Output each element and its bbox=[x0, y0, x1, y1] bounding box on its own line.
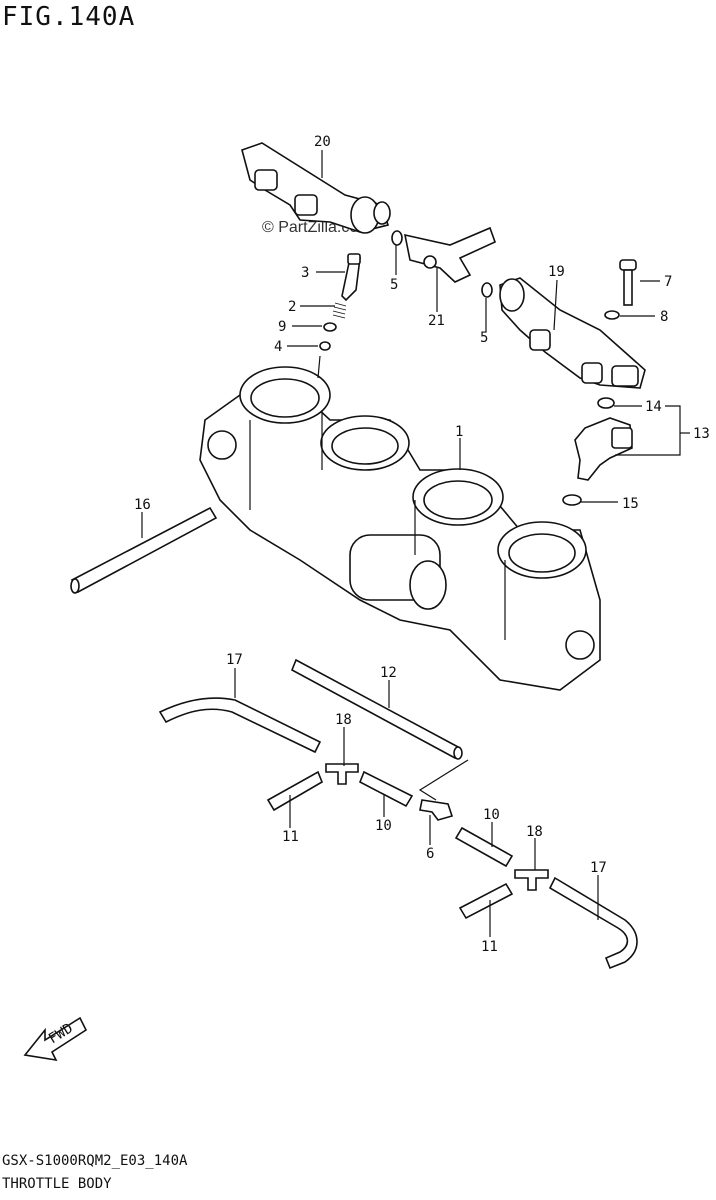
callout-9: 9 bbox=[278, 319, 286, 335]
hose-11-left[interactable] bbox=[266, 770, 323, 812]
callout-20: 20 bbox=[314, 134, 331, 150]
callout-14: 14 bbox=[645, 399, 662, 415]
callout-7: 7 bbox=[664, 274, 672, 290]
hose-10-left[interactable] bbox=[358, 770, 414, 808]
hose-12[interactable] bbox=[290, 658, 463, 760]
hose-17-left[interactable] bbox=[158, 697, 322, 754]
callout-3: 3 bbox=[301, 265, 309, 281]
callout-12: 12 bbox=[380, 665, 397, 681]
callout-5-left: 5 bbox=[390, 277, 398, 293]
callout-10-left: 10 bbox=[375, 818, 392, 834]
injector-13[interactable] bbox=[574, 417, 633, 481]
callout-21: 21 bbox=[428, 313, 445, 329]
joint-6[interactable] bbox=[419, 799, 454, 821]
hose-10-right[interactable] bbox=[454, 826, 514, 868]
callout-16: 16 bbox=[134, 497, 151, 513]
callout-4: 4 bbox=[274, 339, 282, 355]
callout-10-right: 10 bbox=[483, 807, 500, 823]
callout-8: 8 bbox=[660, 309, 668, 325]
hose-17-right[interactable] bbox=[548, 876, 638, 970]
o-ring-14[interactable] bbox=[597, 397, 615, 409]
fuel-rail-19[interactable] bbox=[499, 277, 646, 389]
diagram-name: THROTTLE BODY bbox=[2, 1176, 112, 1192]
callout-13: 13 bbox=[693, 426, 710, 442]
washer-9[interactable] bbox=[323, 322, 337, 332]
diagram-code: GSX-S1000RQM2_E03_140A bbox=[2, 1153, 188, 1169]
fuel-rail-20[interactable] bbox=[241, 142, 391, 234]
callout-15: 15 bbox=[622, 496, 639, 512]
seal-15[interactable] bbox=[562, 494, 582, 506]
callout-18-left: 18 bbox=[335, 712, 352, 728]
washer-8[interactable] bbox=[604, 310, 620, 320]
fuel-joint-21[interactable] bbox=[403, 226, 497, 283]
hose-11-right[interactable] bbox=[458, 882, 514, 920]
screw-3[interactable] bbox=[341, 253, 361, 302]
callout-5-right: 5 bbox=[480, 330, 488, 346]
figure-title: FIG.140A bbox=[2, 2, 136, 32]
callout-2: 2 bbox=[288, 299, 296, 315]
throttle-body-1[interactable] bbox=[199, 366, 601, 691]
callout-11-left: 11 bbox=[282, 829, 299, 845]
callout-17-right: 17 bbox=[590, 860, 607, 876]
bolt-7[interactable] bbox=[619, 259, 637, 306]
t-joint-18-right[interactable] bbox=[514, 869, 549, 891]
o-ring-5-right[interactable] bbox=[481, 282, 493, 298]
callout-17-left: 17 bbox=[226, 652, 243, 668]
callout-18-right: 18 bbox=[526, 824, 543, 840]
spring-2[interactable] bbox=[332, 302, 347, 319]
callout-labels: 20 3 2 9 4 5 21 5 19 7 8 14 13 15 1 16 1… bbox=[134, 134, 710, 955]
callout-6: 6 bbox=[426, 846, 434, 862]
leader-lines bbox=[141, 150, 690, 937]
o-ring-5-left[interactable] bbox=[391, 230, 403, 246]
t-joint-18-left[interactable] bbox=[325, 763, 359, 785]
callout-19: 19 bbox=[548, 264, 565, 280]
callout-1: 1 bbox=[455, 424, 463, 440]
fwd-direction-arrow: FWD bbox=[23, 1016, 88, 1062]
ring-4[interactable] bbox=[319, 341, 331, 351]
callout-11-right: 11 bbox=[481, 939, 498, 955]
hose-16[interactable] bbox=[70, 506, 218, 594]
